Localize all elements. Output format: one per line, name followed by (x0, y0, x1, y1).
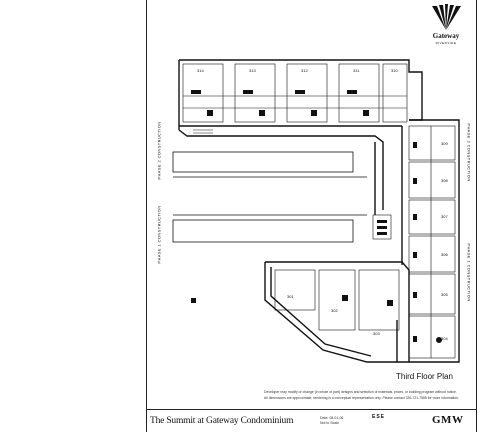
top-units (182, 63, 408, 123)
logo-name: Gateway (432, 32, 460, 40)
plan-title: Third Floor Plan (396, 372, 453, 381)
unit-label: 309 (441, 141, 448, 146)
courtyard-link (178, 129, 384, 210)
unit-label: 306 (441, 252, 448, 257)
title-block-meta: Date: 08-01-06 Not to Scale (320, 416, 343, 426)
phase-label: PHASE 2 CONSTRUCTION (156, 121, 162, 180)
architect-logo: GMW (432, 414, 464, 426)
unit-label: 305 (441, 292, 448, 297)
disclaimer-line: All dimensions are approximate; renderin… (264, 396, 460, 400)
unit-label: 301 (287, 294, 294, 299)
gateway-logo: Gateway RIVERSIDE (420, 2, 472, 50)
developer-mark: ESE (372, 414, 386, 420)
unit-label: 304 (441, 336, 448, 341)
right-wing-outline (409, 119, 460, 363)
drawing-scale: Not to Scale (320, 421, 340, 425)
phase-label: PHASE 1 CONSTRUCTION (466, 243, 472, 302)
phase-label: PHASE 1 CONSTRUCTION (156, 205, 162, 264)
bottom-units (274, 214, 400, 331)
sheet-left-border (146, 0, 147, 432)
drawing-date: Date: 08-01-06 (320, 416, 344, 420)
title-block-rule (146, 409, 477, 410)
right-units (408, 125, 456, 359)
floor-plan-drawing: 314 313 312 311 310 309 308 307 306 305 … (172, 59, 460, 363)
unit-label: 312 (301, 68, 308, 73)
stair-core (193, 129, 213, 137)
courtyard-parking (172, 151, 367, 243)
unit-label: 307 (441, 214, 448, 219)
phase-label: PHASE 2 CONSTRUCTION (466, 123, 472, 182)
unit-label: 310 (391, 68, 398, 73)
unit-label: 313 (249, 68, 256, 73)
unit-label: 303 (373, 331, 380, 336)
unit-label: 314 (197, 68, 204, 73)
disclaimer: Developer may modify or change (in whole… (264, 389, 476, 401)
disclaimer-line: Developer may modify or change (in whole… (264, 390, 457, 394)
logo-subtitle: RIVERSIDE (435, 41, 457, 45)
fan-triangle-logo-icon (432, 4, 461, 30)
unit-label: 302 (331, 308, 338, 313)
unit-label: 311 (353, 68, 360, 73)
unit-label: 308 (441, 178, 448, 183)
sheet-right-border (476, 0, 477, 432)
project-title: The Summit at Gateway Condominium (150, 416, 294, 426)
